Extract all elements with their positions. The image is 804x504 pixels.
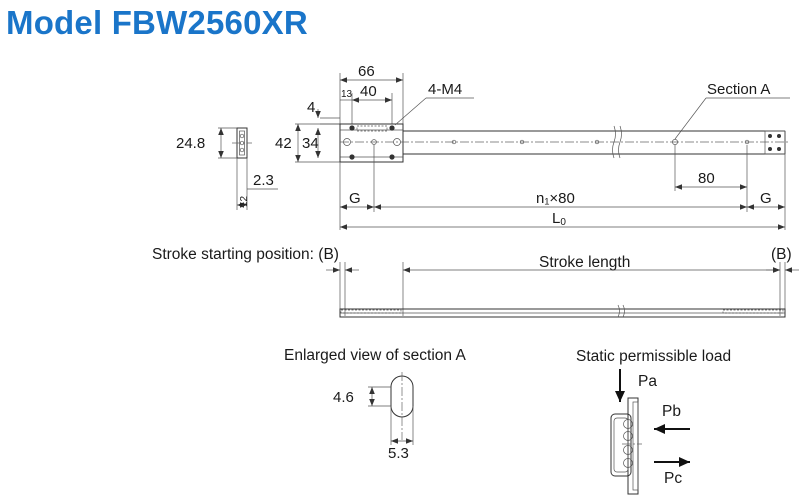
load-pa-label: Pa — [638, 373, 657, 390]
g-left-label: G — [349, 190, 361, 207]
section-a-view: Enlarged view of section A 4.6 5.3 — [284, 347, 466, 462]
pitch-label: n₁×80 — [536, 190, 575, 207]
stroke-end-label: (B) — [771, 246, 792, 263]
dim-40: 40 — [360, 83, 377, 100]
load-title: Static permissible load — [576, 348, 731, 365]
dim-4: 4 — [307, 99, 315, 116]
section-a-title: Enlarged view of section A — [284, 347, 466, 364]
dim-4-6: 4.6 — [333, 389, 354, 406]
hole-callout: 4-M4 — [428, 81, 462, 98]
dim-66: 66 — [358, 63, 375, 80]
load-pc-label: Pc — [664, 470, 682, 487]
load-pb-label: Pb — [662, 403, 681, 420]
length-label: L0 — [552, 210, 566, 228]
dim-2-3: 2.3 — [253, 172, 274, 189]
stroke-length-label: Stroke length — [539, 254, 630, 271]
dim-80: 80 — [698, 170, 715, 187]
dim-13: 13 — [341, 89, 353, 100]
top-view: 66 40 13 4 42 34 4-M4 — [275, 63, 790, 230]
end-view: 24.8 2.3 12 — [176, 127, 278, 210]
dim-5-3: 5.3 — [388, 445, 409, 462]
dim-34: 34 — [302, 135, 319, 152]
g-right-label: G — [760, 190, 772, 207]
load-view: Static permissible load Pa Pb Pc — [576, 348, 731, 495]
stroke-view: Stroke starting position: (B) Stroke len… — [152, 246, 799, 318]
section-a-label: Section A — [707, 81, 770, 98]
dim-12: 12 — [239, 195, 250, 207]
dim-42: 42 — [275, 135, 292, 152]
dim-24-8: 24.8 — [176, 135, 205, 152]
stroke-start-label: Stroke starting position: (B) — [152, 246, 339, 263]
page-title: Model FBW2560XR — [6, 4, 308, 41]
